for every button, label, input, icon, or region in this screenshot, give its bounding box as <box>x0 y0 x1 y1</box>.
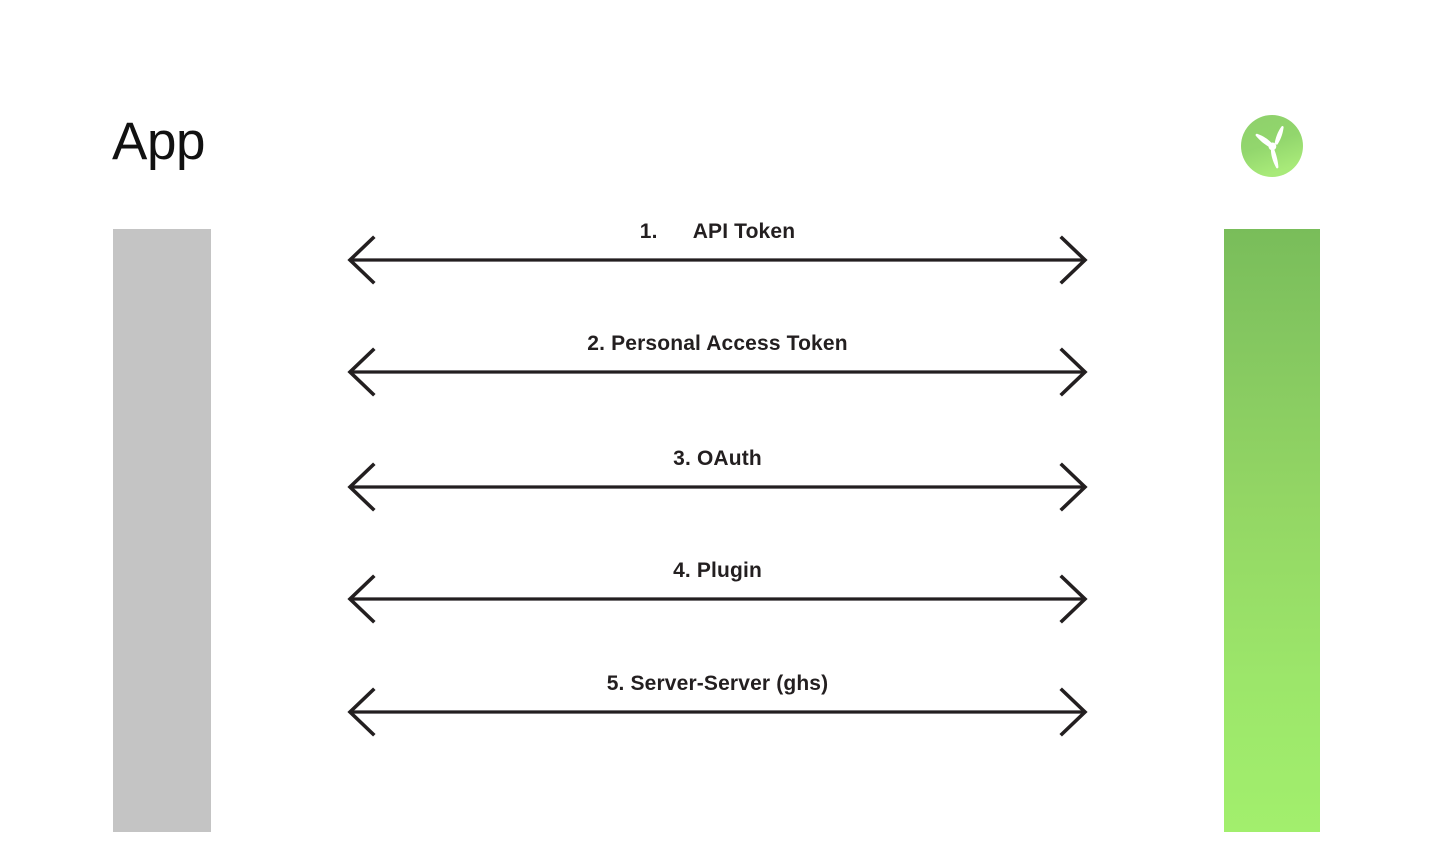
arrow-label-4: 4. Plugin <box>673 559 762 582</box>
bidirectional-arrow-1 <box>347 235 1088 285</box>
bidirectional-arrow-2 <box>347 347 1088 397</box>
lifeline-service-bar <box>1224 229 1320 832</box>
arrow-label-2: 2. Personal Access Token <box>587 332 848 355</box>
bidirectional-arrow-3 <box>347 462 1088 512</box>
arrow-label-3: 3. OAuth <box>673 447 762 470</box>
arrow-label-1: 1. API Token <box>639 220 796 243</box>
lifeline-app-bar <box>113 229 211 832</box>
arrow-label-5: 5. Server-Server (ghs) <box>606 672 829 695</box>
bidirectional-arrow-4 <box>347 574 1088 624</box>
bidirectional-arrow-5 <box>347 687 1088 737</box>
page-title: App <box>112 112 206 171</box>
propeller-logo-icon <box>1240 114 1304 178</box>
